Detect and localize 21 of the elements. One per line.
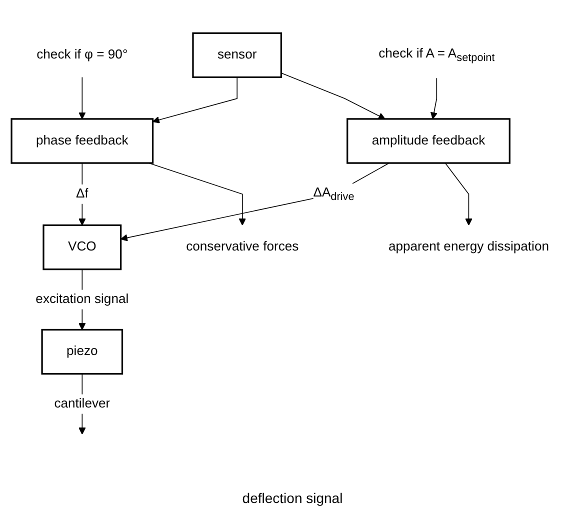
arrow bbox=[78, 76, 86, 119]
node-box: amplitude feedback bbox=[346, 118, 510, 164]
arrow bbox=[152, 76, 238, 123]
arrow bbox=[280, 72, 386, 119]
arrow bbox=[430, 77, 438, 119]
node-text: check if φ = 90° bbox=[36, 47, 128, 62]
node-text: conservative forces bbox=[186, 239, 299, 254]
node-box: phase feedback bbox=[10, 118, 154, 164]
node-text: check if A = A$_{setpoint}$ bbox=[378, 46, 495, 63]
node-box: VCO bbox=[42, 224, 122, 270]
arrow bbox=[148, 162, 246, 226]
arrow bbox=[120, 162, 390, 241]
node-text: apparent energy dissipation bbox=[388, 239, 549, 254]
node-box: piezo bbox=[41, 328, 124, 374]
edge-label: excitation signal bbox=[36, 292, 129, 306]
edge-label: Δf bbox=[76, 186, 88, 200]
note-text: deflection signal bbox=[242, 490, 343, 506]
edge-label: ΔA$_{drive}$ bbox=[313, 185, 354, 202]
node-box: sensor bbox=[192, 32, 282, 78]
edge-label: cantilever bbox=[54, 396, 110, 410]
arrow bbox=[444, 162, 472, 226]
